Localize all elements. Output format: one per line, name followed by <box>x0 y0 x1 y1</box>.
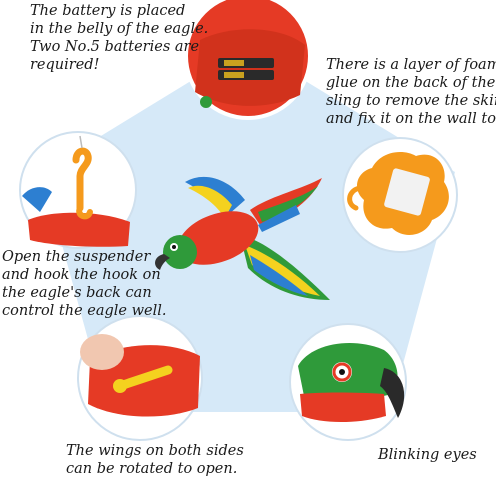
caption-line: control the eagle well. <box>2 303 167 319</box>
hook-icon <box>72 135 93 220</box>
caption-line: Two No.5 batteries are <box>30 39 200 55</box>
parrot-eye-icon <box>332 362 352 382</box>
eye-detail <box>289 323 407 441</box>
wall-clip-icon <box>347 152 449 235</box>
caption-line: Blinking eyes <box>378 447 477 463</box>
foam-caption: There is a layer of foam glue on the bac… <box>326 56 496 128</box>
caption-line: glue on the back of the <box>326 75 496 91</box>
caption-line: The wings on both sides <box>66 443 244 459</box>
caption-line: Open the suspender <box>2 249 151 265</box>
caption-line: required! <box>30 57 100 73</box>
wing-joint-detail <box>77 315 203 441</box>
battery-caption: The battery is placed in the belly of th… <box>30 2 208 74</box>
caption-line: and fix it on the wall top. <box>326 111 496 127</box>
caption-line: in the belly of the eagle. <box>30 21 209 37</box>
caption-line: The battery is placed <box>30 3 186 19</box>
eyes-caption: Blinking eyes <box>378 446 477 464</box>
wing-joint-icon <box>113 365 173 393</box>
caption-line: and hook the hook on <box>2 267 161 283</box>
caption-line: the eagle's back can <box>2 285 152 301</box>
wings-caption: The wings on both sides can be rotated t… <box>66 442 244 478</box>
battery-icon <box>218 58 274 80</box>
hook-detail <box>19 131 137 249</box>
caption-line: sling to remove the skin <box>326 93 496 109</box>
battery-detail <box>184 0 312 120</box>
hook-caption: Open the suspender and hook the hook on … <box>2 248 167 320</box>
parrot-toy-icon <box>155 176 330 300</box>
caption-line: There is a layer of foam <box>326 57 496 73</box>
wall-clip-detail <box>342 137 458 253</box>
caption-line: can be rotated to open. <box>66 461 238 477</box>
